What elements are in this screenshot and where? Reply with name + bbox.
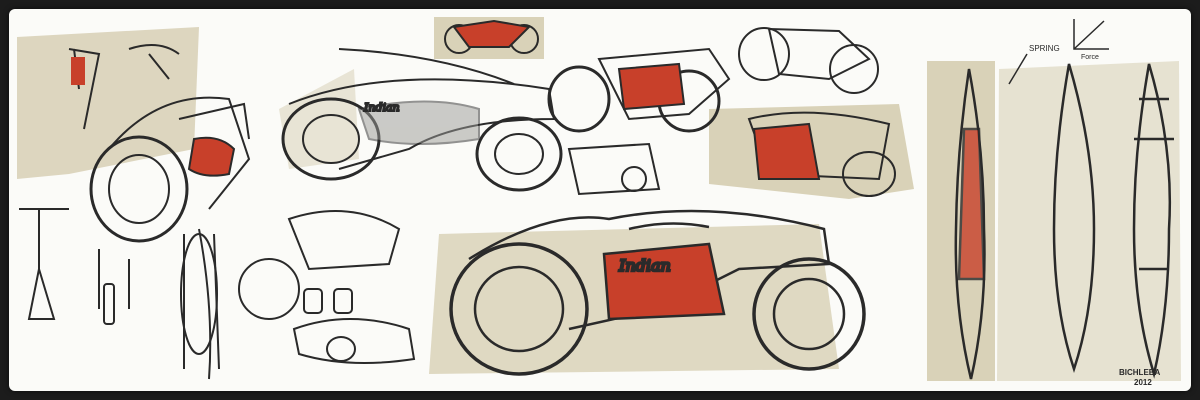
beige-background-blocks bbox=[17, 17, 1181, 381]
red-tank-bike-sketch bbox=[547, 47, 731, 133]
top-view-bike-sketches bbox=[954, 63, 1174, 380]
brand-script-small: Indian bbox=[363, 101, 400, 114]
side-view-bike-sketch: Indian bbox=[281, 48, 563, 192]
engine-detail-sketch bbox=[747, 111, 896, 197]
thumbnail-bike-sketch bbox=[444, 19, 539, 54]
sketch-sheet: Indian Indian bbox=[9, 9, 1191, 391]
front-three-quarter-bike-sketch bbox=[68, 44, 251, 243]
sketch-artwork: Indian Indian bbox=[17, 17, 1181, 387]
spring-label: SPRING bbox=[1029, 44, 1060, 53]
spring-arrow bbox=[1008, 53, 1028, 85]
side-bike-sketch-top-right bbox=[738, 27, 879, 94]
parts-detail-sketches bbox=[238, 142, 661, 364]
brand-script-large: Indian bbox=[618, 256, 671, 275]
front-view-bike-sketches bbox=[19, 208, 220, 380]
signature-name: BICHLEBA bbox=[1119, 368, 1161, 377]
force-graph-sketch bbox=[1073, 19, 1109, 50]
graph-axis-label: Force bbox=[1081, 54, 1099, 61]
signature-year: 2012 bbox=[1134, 378, 1152, 387]
main-bike-sketch: Indian bbox=[449, 209, 866, 376]
